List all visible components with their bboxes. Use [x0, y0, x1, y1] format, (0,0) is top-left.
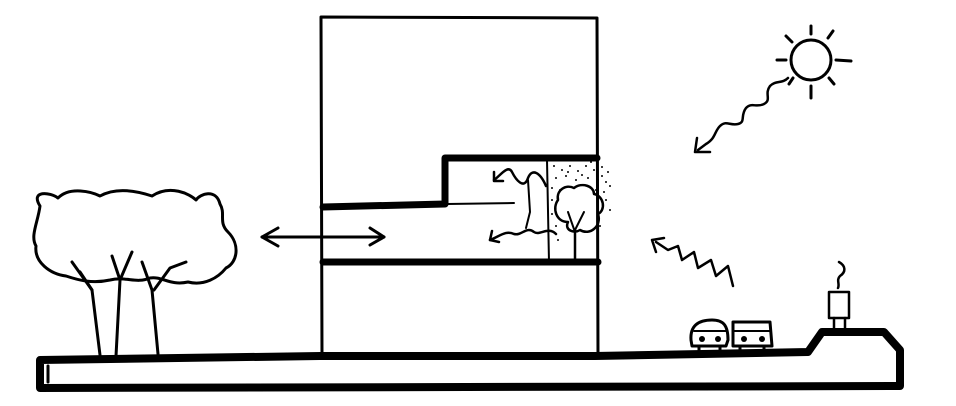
noise-arrow	[650, 236, 735, 288]
factory-chimney-icon	[827, 260, 851, 334]
two-way-arrow	[260, 226, 386, 248]
terrace-tree	[554, 183, 605, 262]
ground-slab	[36, 328, 904, 392]
terrace-recess	[319, 154, 601, 263]
stipple-screen	[551, 161, 611, 241]
air-flow-arrows	[488, 168, 558, 244]
sun-ray-arrow	[693, 76, 790, 154]
sun-icon	[775, 24, 853, 100]
tree-cluster-left	[32, 188, 238, 358]
building-tower	[319, 15, 600, 358]
car-icons	[689, 318, 774, 354]
